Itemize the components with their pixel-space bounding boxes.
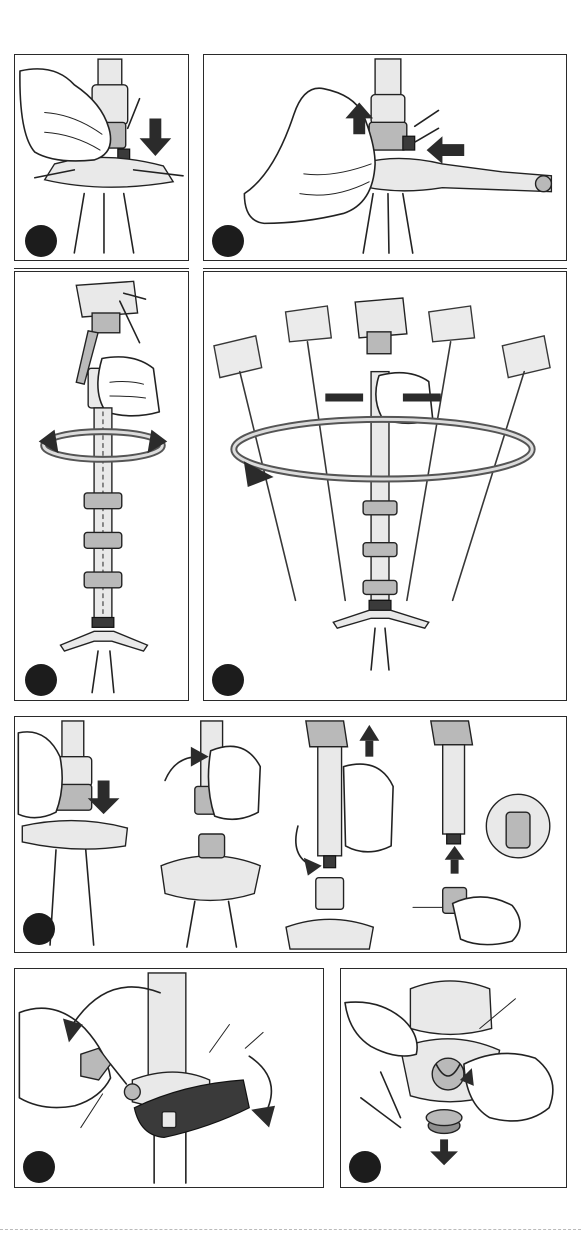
illustration-rotate-monopod [15,272,188,700]
panel-step-7 [340,968,567,1188]
panel-step-3 [14,271,189,701]
footer-rule [0,1229,581,1230]
step-marker-dot [25,225,57,257]
panel-step-2 [203,54,567,261]
panel-step-4 [203,271,567,701]
step-marker-dot [349,1151,381,1183]
step-marker-dot [212,225,244,257]
panel-step-5 [14,716,567,953]
panel-step-6 [14,968,324,1188]
step-marker-dot [23,1151,55,1183]
illustration-release-collar [204,55,566,260]
step-marker-dot [23,913,55,945]
illustration-remove-column [15,717,566,952]
separator-line [203,268,567,269]
step-marker-dot [212,664,244,696]
panel-step-1 [14,54,189,261]
illustration-tilt-monopod [204,272,566,700]
separator-line [14,268,189,269]
step-marker-dot [25,664,57,696]
illustration-adjust-lever [15,969,323,1187]
